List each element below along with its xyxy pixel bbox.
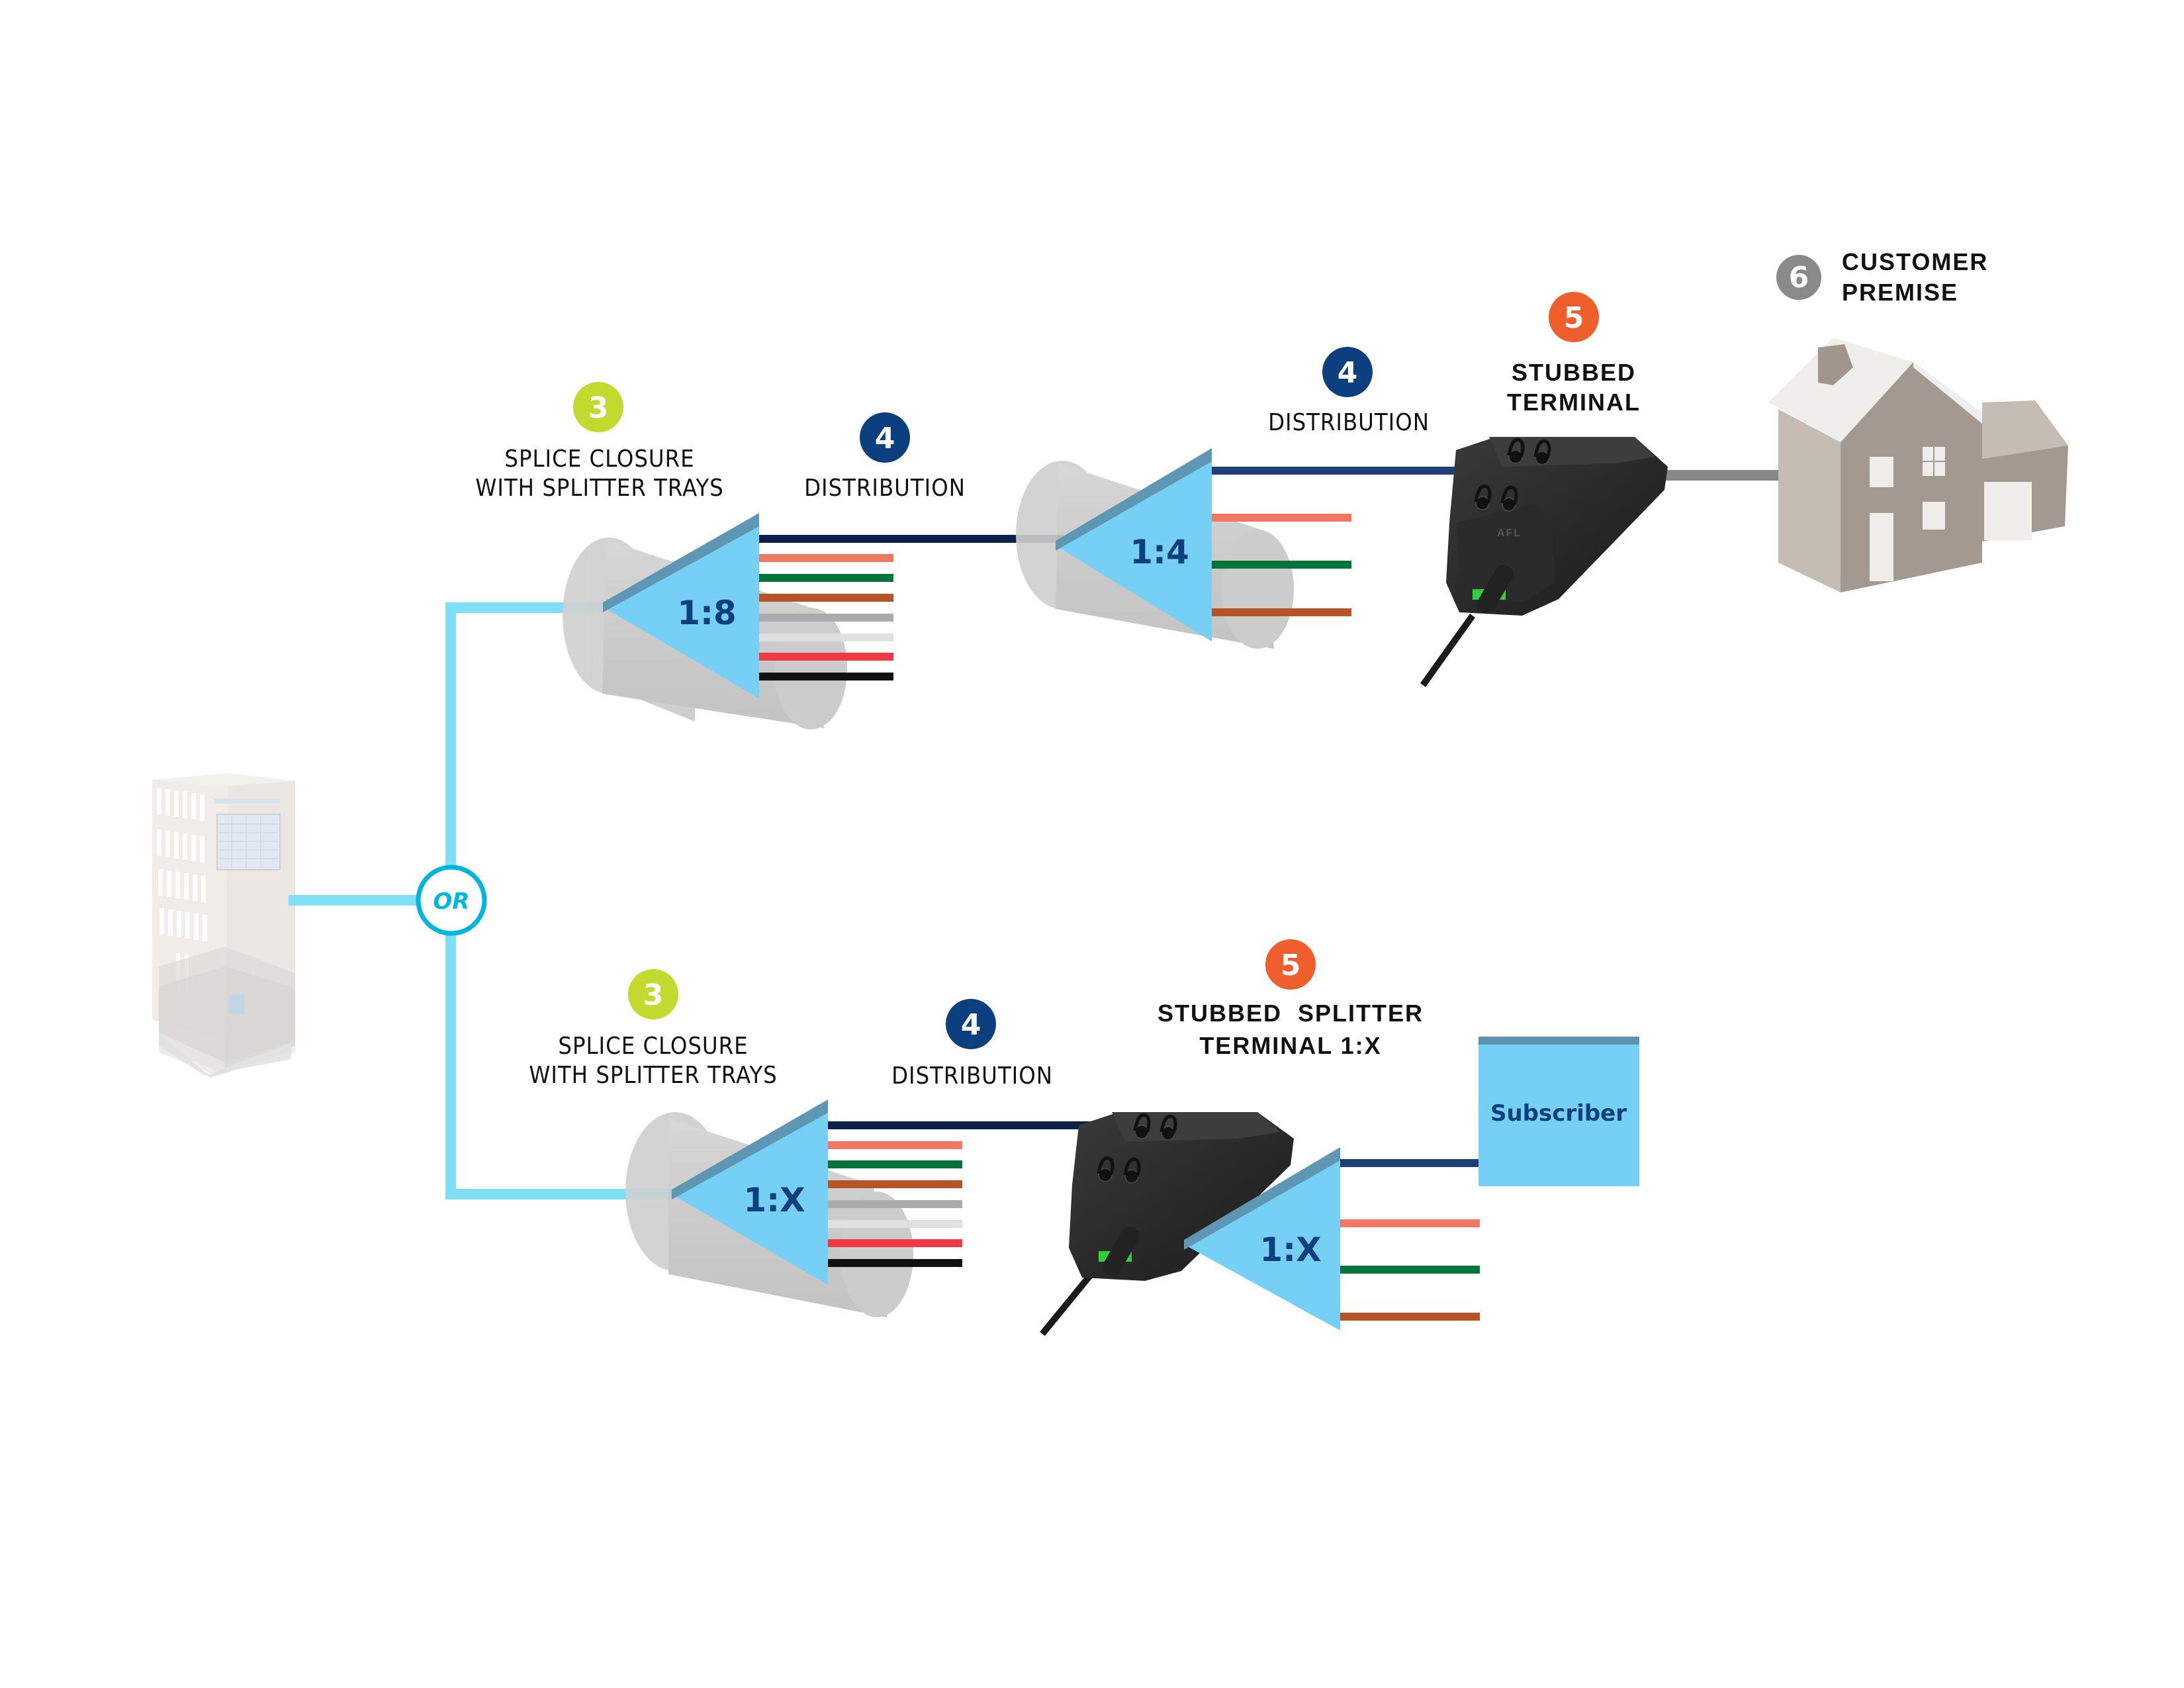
fiber-output: [828, 1180, 962, 1188]
terminal-splitter-1-x: 1:X: [1184, 1147, 1340, 1331]
step-number: 3: [588, 391, 609, 425]
fiber-output: [828, 1200, 962, 1208]
fiber-output: [759, 554, 893, 562]
subscriber-box: Subscriber: [1479, 1037, 1639, 1186]
step-number: 6: [1789, 261, 1809, 295]
fiber-output: [828, 1239, 962, 1247]
stubbed-terminal-label-line1: STUBBED: [1512, 359, 1636, 386]
fiber-output: [828, 1141, 962, 1149]
stubbed-terminal-label-line2: TERMINAL: [1507, 389, 1641, 416]
distribution-label: DISTRIBUTION: [804, 475, 966, 502]
step-number: 3: [643, 978, 664, 1012]
fiber-output: [828, 1160, 962, 1168]
splitter-ratio-label: 1:4: [1130, 533, 1189, 571]
fiber-output: [1212, 514, 1351, 522]
splitter-ratio-label: 1:X: [743, 1181, 805, 1219]
step-number: 4: [961, 1008, 981, 1042]
distribution-fiber: [828, 1121, 1132, 1129]
terminal-brand-label: AFL: [1497, 528, 1522, 539]
step-number: 4: [875, 422, 895, 455]
fiber-output: [1340, 1219, 1480, 1227]
customer-premise-house-icon: [1768, 338, 2068, 592]
drop-cable: [1655, 470, 1780, 481]
distribution-fiber: [1212, 467, 1503, 475]
distribution-fiber: [759, 535, 1064, 543]
splice-closure-label-line1: SPLICE CLOSURE: [558, 1033, 748, 1060]
fiber-output: [1212, 608, 1351, 616]
fiber-output: [759, 673, 893, 680]
distribution-label: DISTRIBUTION: [1268, 409, 1430, 436]
fiber-output: [759, 594, 893, 602]
step-number: 5: [1281, 949, 1301, 982]
splice-closure-label-line2: WITH SPLITTER TRAYS: [475, 475, 723, 502]
splice-closure-label-line1: SPLICE CLOSURE: [504, 445, 694, 473]
feeder-segment-building: [289, 895, 418, 906]
drop-fiber-to-subscriber: [1340, 1159, 1480, 1167]
fiber-output: [828, 1220, 962, 1228]
step-4-badge: 4: [860, 412, 910, 463]
stubbed-terminal-icon: AFL: [1420, 437, 1668, 687]
step-6-badge: 6: [1776, 255, 1821, 300]
or-label: OR: [433, 888, 469, 915]
feeder-segment-up: [445, 602, 456, 866]
fiber-output: [1212, 561, 1351, 569]
terminal-splitter-outputs: [1340, 1159, 1480, 1321]
splitter-1-4: 1:4: [1056, 448, 1212, 641]
splitter-ratio-label: 1:8: [677, 594, 737, 632]
stubbed-splitter-terminal-label-line1: STUBBED SPLITTER: [1158, 1000, 1424, 1027]
step-4-badge: 4: [1322, 347, 1373, 397]
splitter-1-x: 1:X: [672, 1100, 828, 1285]
or-ring: [416, 865, 487, 936]
fiber-output: [1340, 1313, 1480, 1321]
splitter-1-8-outputs: [759, 535, 1064, 680]
fiber-output: [828, 1259, 962, 1267]
step-5-badge: 5: [1549, 292, 1599, 342]
splitter-ratio-label: 1:X: [1259, 1231, 1321, 1269]
step-5-badge: 5: [1265, 939, 1316, 990]
customer-premise-label-line2: PREMISE: [1842, 279, 1958, 306]
fiber-output: [759, 633, 893, 641]
feeder-segment-bottom: [445, 1189, 674, 1199]
step-number: 4: [1338, 356, 1358, 390]
feeder-segment-down: [445, 935, 456, 1199]
splice-closure-label-line2: WITH SPLITTER TRAYS: [529, 1062, 777, 1089]
step-3-badge: 3: [628, 969, 678, 1019]
fiber-output: [759, 614, 893, 622]
splitter-1-4-outputs: [1212, 467, 1503, 616]
or-junction: OR: [416, 865, 487, 936]
fiber-output: [1340, 1266, 1480, 1274]
splitter-1-8: 1:8: [603, 513, 759, 698]
fiber-output: [759, 653, 893, 661]
fiber-output: [759, 574, 893, 582]
subscriber-label: Subscriber: [1490, 1100, 1627, 1127]
stubbed-splitter-terminal-icon: [1040, 1112, 1294, 1336]
distribution-label: DISTRIBUTION: [891, 1062, 1053, 1090]
stubbed-splitter-terminal-label-line2: TERMINAL 1:X: [1199, 1032, 1381, 1059]
customer-premise-label-line1: CUSTOMER: [1842, 248, 1988, 275]
step-number: 5: [1564, 301, 1584, 335]
splitter-1-x-outputs: [828, 1121, 1132, 1267]
step-4-badge: 4: [946, 999, 996, 1049]
central-office-building-icon: [152, 773, 295, 1078]
step-3-badge: 3: [573, 382, 623, 432]
